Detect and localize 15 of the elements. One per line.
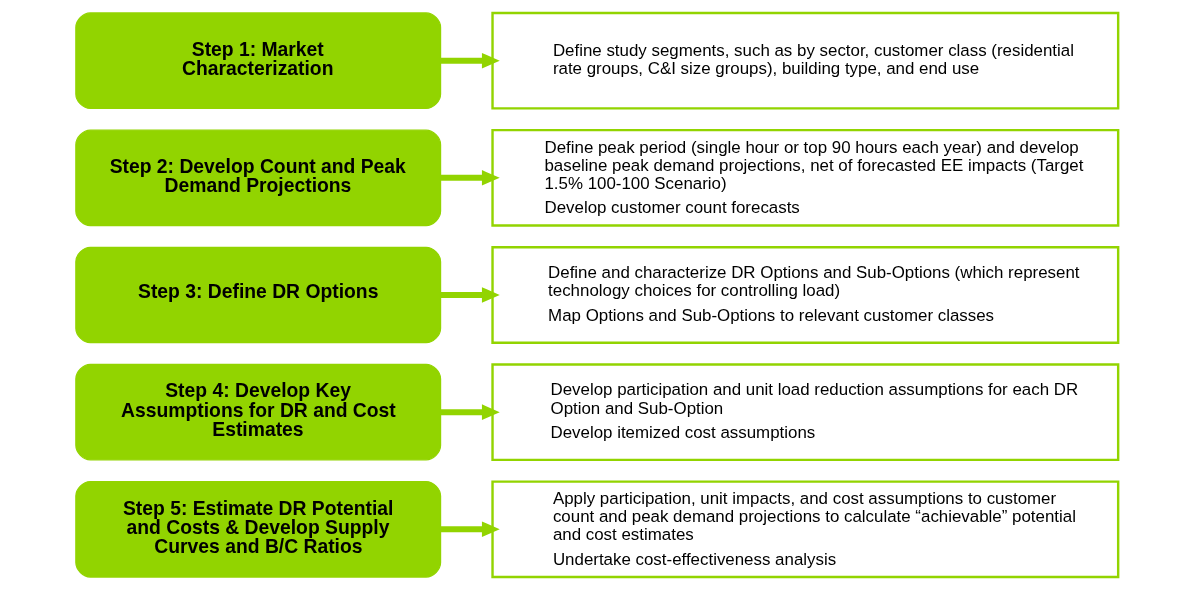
node-box: Step 5: Estimate DR Potential and Costs & Develop Supply Curves and B/C Ratios <box>75 481 442 578</box>
node-box: Step 1: Market Characterization <box>75 12 442 109</box>
node-box: Step 4: Develop Key Assumptions for DR and Cost Estimates <box>75 363 442 461</box>
node-box: Step 2: Develop Count and Peak Demand Projections <box>75 129 442 227</box>
arrow <box>440 170 500 186</box>
arrow <box>440 287 500 303</box>
arrow <box>440 52 500 69</box>
node-box: Define and characterize DR Options and Sub-Options (which represent technology choices for controlling load) Map Options and Sub-Options to relevant customer classes <box>491 246 1120 344</box>
node-box: Apply participation, unit impacts, and cost assumptions to customer count and peak demand projections to calculate “achievable” potential and cost estimates Undertake cost-effectiveness analysis <box>491 480 1120 579</box>
node-box: Develop participation and unit load reduction assumptions for each DR Option and Sub-Option Develop itemized cost assumptions <box>491 363 1120 462</box>
arrow <box>440 521 500 538</box>
node-box: Step 3: Define DR Options <box>75 246 442 344</box>
node-box: Define peak period (single hour or top 90 hours each year) and develop baseline peak demand projections, net of forecasted EE impacts (Target 1.5% 100-100 Scenario) Develop customer count forecasts <box>491 128 1120 227</box>
node-box: Define study segments, such as by sector, customer class (residential rate groups, C&I size groups), building type, and end use <box>491 11 1120 110</box>
arrow <box>440 404 500 420</box>
